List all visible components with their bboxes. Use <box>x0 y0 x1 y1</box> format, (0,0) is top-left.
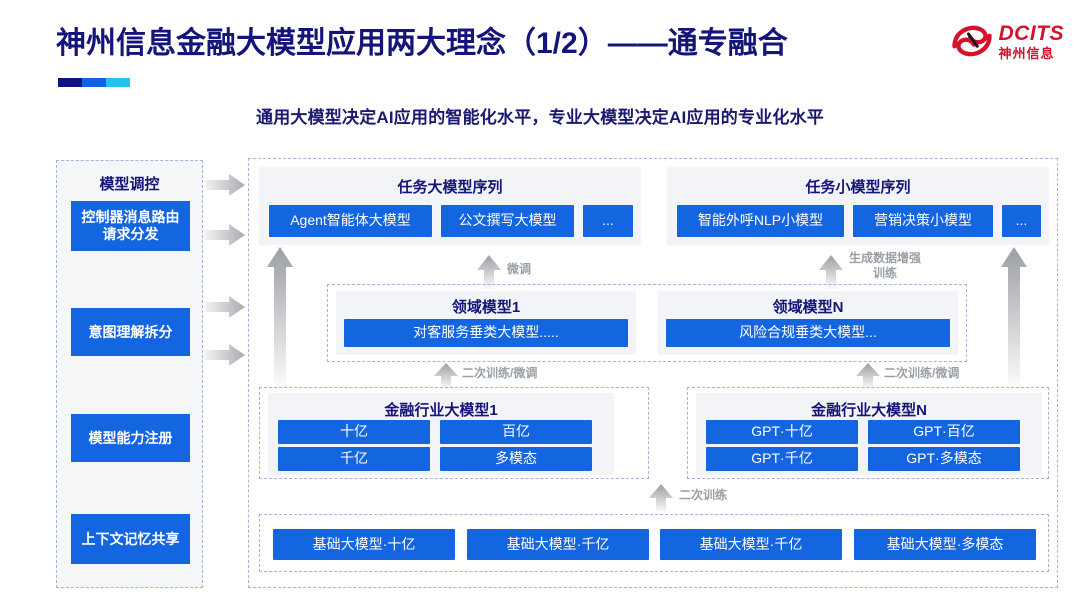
industry-group-n: 金融行业大模型N GPT·十亿 GPT·百亿 GPT·千亿 GPT·多模态 <box>696 393 1042 475</box>
flow-arrow-up-retrain-left <box>434 363 458 389</box>
page-title: 神州信息金融大模型应用两大理念（1/2）——通专融合 <box>56 27 788 60</box>
sidebar-item-capability-registry[interactable]: 模型能力注册 <box>71 414 190 462</box>
domain-group-n: 领域模型N 风险合规垂类大模型... <box>658 291 958 355</box>
industry-group-n-title: 金融行业大模型N <box>811 402 927 419</box>
flow-arrow-right-1 <box>205 174 245 196</box>
task-small-box-nlp[interactable]: 智能外呼NLP小模型 <box>677 205 844 237</box>
task-large-panel: 任务大模型序列 Agent智能体大模型 公文撰写大模型 ... <box>259 167 641 245</box>
domain-group-n-box[interactable]: 风险合规垂类大模型... <box>666 319 950 347</box>
sidebar-model-control: 模型调控 控制器消息路由请求分发 意图理解拆分 模型能力注册 上下文记忆共享 <box>56 160 203 588</box>
foundation-model-panel: 基础大模型·十亿 基础大模型·千亿 基础大模型·千亿 基础大模型·多模态 <box>259 514 1049 572</box>
foundation-box-qianyi-2[interactable]: 基础大模型·千亿 <box>660 529 842 560</box>
flow-arrow-up-retrain-center <box>649 484 673 512</box>
logo-wordmark-en: DCITS <box>998 21 1064 45</box>
industry-model-panel-n: 金融行业大模型N GPT·十亿 GPT·百亿 GPT·千亿 GPT·多模态 <box>687 387 1049 479</box>
accent-bar <box>58 78 130 87</box>
sidebar-title: 模型调控 <box>99 176 160 193</box>
domain-group-1: 领域模型1 对客服务垂类大模型..... <box>336 291 636 355</box>
industry-n-box-gpt-qianyi[interactable]: GPT·千亿 <box>706 447 858 471</box>
task-large-box-agent[interactable]: Agent智能体大模型 <box>269 205 432 237</box>
industry-1-box-multimodal[interactable]: 多模态 <box>440 447 592 471</box>
flow-arrow-up-long-right <box>1001 247 1027 387</box>
sidebar-item-context-memory[interactable]: 上下文记忆共享 <box>71 514 190 564</box>
sidebar-item-intent-parsing[interactable]: 意图理解拆分 <box>71 308 190 356</box>
logo-wordmark-cn: 神州信息 <box>998 45 1055 61</box>
industry-n-box-gpt-shiyi[interactable]: GPT·十亿 <box>706 420 858 444</box>
foundation-box-multimodal[interactable]: 基础大模型·多模态 <box>854 529 1036 560</box>
task-small-box-more[interactable]: ... <box>1002 205 1041 237</box>
domain-model-panel: 领域模型1 对客服务垂类大模型..... 领域模型N 风险合规垂类大模型... <box>327 284 967 362</box>
task-large-title: 任务大模型序列 <box>397 179 503 196</box>
subtitle: 通用大模型决定AI应用的智能化水平，专业大模型决定AI应用的专业化水平 <box>256 108 824 127</box>
flow-arrow-right-4 <box>205 344 245 366</box>
industry-n-box-gpt-baiyi[interactable]: GPT·百亿 <box>868 420 1020 444</box>
task-small-title: 任务小模型序列 <box>805 179 911 196</box>
dcits-swirl-icon <box>951 25 992 57</box>
flow-arrow-up-long-left <box>267 247 293 387</box>
task-small-panel: 任务小模型序列 智能外呼NLP小模型 营销决策小模型 ... <box>667 167 1049 245</box>
arrow-label-retrain-finetune-left: 二次训练/微调 <box>462 366 538 380</box>
dcits-logo: DCITS 神州信息 <box>951 20 1065 62</box>
industry-group-1-title: 金融行业大模型1 <box>384 402 498 419</box>
domain-group-1-box[interactable]: 对客服务垂类大模型..... <box>344 319 628 347</box>
arrow-label-retrain: 二次训练 <box>679 488 728 502</box>
industry-1-box-qianyi[interactable]: 千亿 <box>278 447 430 471</box>
foundation-box-shiyi[interactable]: 基础大模型·十亿 <box>273 529 455 560</box>
task-large-box-more[interactable]: ... <box>583 205 633 237</box>
task-large-box-writing[interactable]: 公文撰写大模型 <box>441 205 574 237</box>
foundation-box-qianyi-1[interactable]: 基础大模型·千亿 <box>467 529 649 560</box>
sidebar-item-controller-routing[interactable]: 控制器消息路由请求分发 <box>71 201 190 251</box>
industry-1-box-baiyi[interactable]: 百亿 <box>440 420 592 444</box>
task-small-box-marketing[interactable]: 营销决策小模型 <box>853 205 993 237</box>
arrow-label-retrain-finetune-right: 二次训练/微调 <box>884 366 960 380</box>
flow-arrow-up-data-aug <box>819 255 843 289</box>
arrow-label-fine-tune: 微调 <box>507 262 532 276</box>
flow-arrow-right-3 <box>205 296 245 318</box>
flow-arrow-up-retrain-right <box>856 363 880 389</box>
flow-arrow-up-finetune <box>477 255 501 289</box>
domain-group-1-title: 领域模型1 <box>451 299 521 316</box>
domain-group-n-title: 领域模型N <box>772 299 844 316</box>
flow-arrow-right-2 <box>205 224 245 246</box>
architecture-diagram: 任务大模型序列 Agent智能体大模型 公文撰写大模型 ... 任务小模型序列 … <box>248 158 1058 588</box>
industry-model-panel-1: 金融行业大模型1 十亿 百亿 千亿 多模态 <box>259 387 649 479</box>
arrow-label-data-augmentation: 生成数据增强 训练 <box>849 251 922 280</box>
industry-group-1: 金融行业大模型1 十亿 百亿 千亿 多模态 <box>268 393 614 475</box>
industry-1-box-shiyi[interactable]: 十亿 <box>278 420 430 444</box>
industry-n-box-gpt-multimodal[interactable]: GPT·多模态 <box>868 447 1020 471</box>
